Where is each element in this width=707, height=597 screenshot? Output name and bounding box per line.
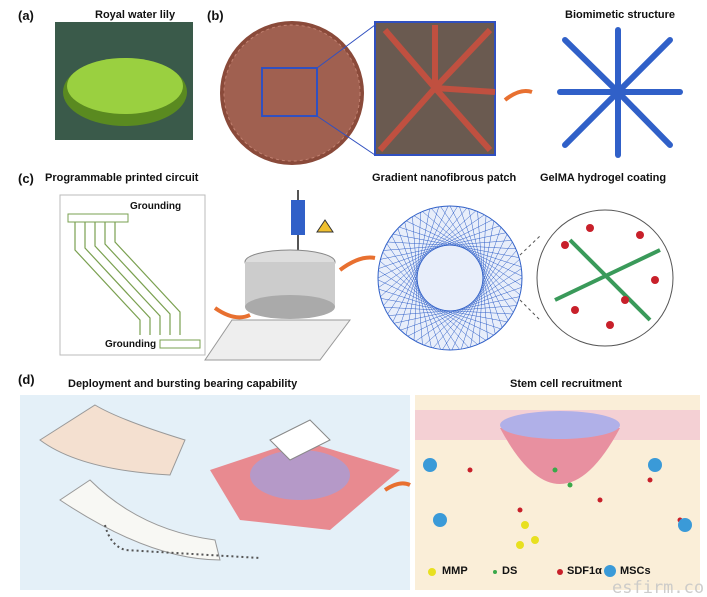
fibre-line <box>415 268 522 342</box>
arm-and-leg-illustration <box>39 404 261 561</box>
royal-water-lily-photo <box>55 22 193 140</box>
fibre-line <box>477 211 488 340</box>
arrow-icon <box>503 89 533 102</box>
fibre-line <box>460 227 502 350</box>
fibre-line <box>451 234 508 351</box>
panel-label-c: (c) <box>18 171 34 186</box>
fibre-line <box>442 241 513 350</box>
fibre-line <box>468 208 496 335</box>
fibre-line <box>478 215 487 344</box>
electrospinning-setup <box>204 190 351 361</box>
biomimetic-structure <box>557 27 683 158</box>
panel-c-title: Programmable printed circuit <box>45 172 199 184</box>
legend-ds: DS <box>502 565 518 577</box>
hydrogel-coating-detail <box>519 209 674 347</box>
legend-mmp: MMP <box>442 565 468 577</box>
fibre-line <box>432 250 517 349</box>
printed-circuit <box>59 194 206 356</box>
fibre-line <box>449 205 509 321</box>
panel-d-title: Deployment and bursting bearing capabili… <box>68 378 298 390</box>
deployed-patch-tissue <box>210 419 400 530</box>
fibre-line <box>440 206 514 313</box>
patch-title: Gradient nanofibrous patch <box>372 172 517 184</box>
panel-label-a: (a) <box>18 8 34 23</box>
fibre-line <box>431 208 518 305</box>
coating-title: GelMA hydrogel coating <box>540 172 667 184</box>
panel-a-title: Royal water lily <box>95 9 176 21</box>
watermark: esfirm.co <box>612 578 705 597</box>
fibre-line <box>470 220 495 348</box>
grounding-top-label: Grounding <box>130 201 182 212</box>
leaf-closeup-photo <box>374 21 496 156</box>
legend-markers <box>428 565 616 577</box>
fibre-line <box>423 259 520 346</box>
leaf-underside-photo <box>220 21 376 165</box>
recruitment-title: Stem cell recruitment <box>510 378 622 390</box>
arrow-icon <box>338 255 376 272</box>
panel-label-d: (d) <box>18 372 35 387</box>
legend-mscs: MSCs <box>620 565 651 577</box>
legend-sdf1a: SDF1α <box>567 565 602 577</box>
fibre-line <box>459 206 503 328</box>
panel-b-title: Biomimetic structure <box>565 9 676 21</box>
grounding-bottom-label: Grounding <box>105 339 157 350</box>
nanofibrous-patch <box>377 205 523 351</box>
panel-label-b: (b) <box>207 8 224 23</box>
arrow-icon <box>213 306 251 320</box>
arrow-icon <box>383 481 411 492</box>
stem-cell-recruitment-diagram <box>415 395 700 590</box>
